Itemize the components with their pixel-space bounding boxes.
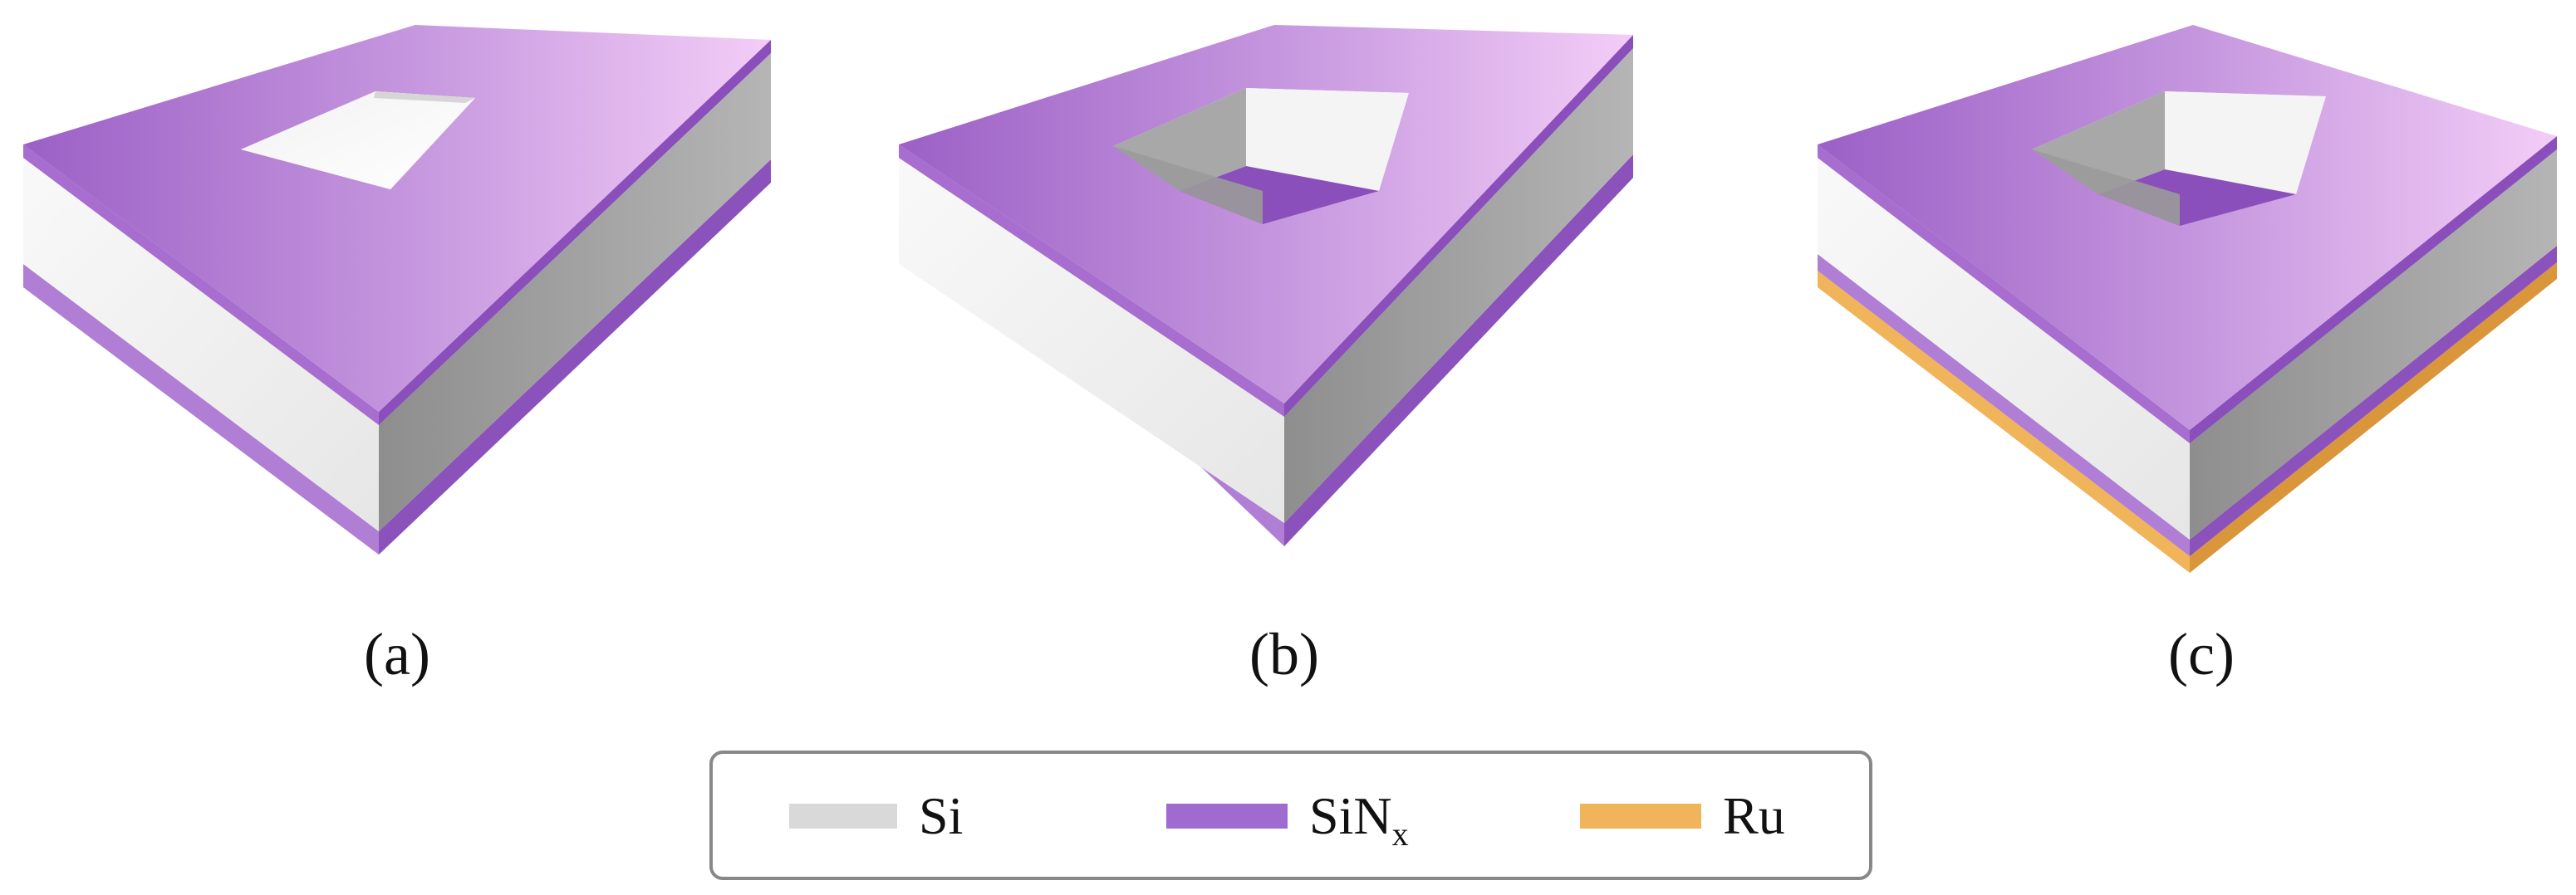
bottom-sinx-right-c <box>2190 246 2557 556</box>
window-interior-a <box>241 91 475 189</box>
top-sinx-face-c <box>1818 25 2557 430</box>
bottom-sinx-right-b <box>1284 154 1633 546</box>
bottom-sinx-left-c <box>1818 254 2190 556</box>
si-left-face-a <box>23 158 379 531</box>
legend-swatch-si <box>789 804 897 829</box>
si-left-face-b <box>899 158 1284 523</box>
window-front-wall-c <box>2032 149 2180 226</box>
caption-b: (b) <box>1249 621 1319 687</box>
legend-swatch-ru <box>1580 804 1701 829</box>
window-back-wall-b <box>1246 88 1409 191</box>
legend-swatch-sinx <box>1166 804 1288 829</box>
window-front-wall-b <box>1113 146 1263 224</box>
bottom-sinx-left-a <box>23 264 379 555</box>
si-left-face-c <box>1818 158 2190 540</box>
legend: Si SiNx Ru <box>709 751 1872 880</box>
top-sinx-left-edge-a <box>23 144 379 425</box>
legend-label-si: Si <box>919 786 963 845</box>
legend-label-ru: Ru <box>1723 786 1785 845</box>
ru-layer-left-c <box>1818 271 2190 573</box>
ru-layer-right-c <box>2190 262 2557 573</box>
top-sinx-left-edge-b <box>899 144 1284 417</box>
legend-label-sinx: SiNx <box>1309 786 1409 853</box>
top-sinx-right-edge-b <box>1284 35 1633 417</box>
top-sinx-face-a <box>23 25 771 412</box>
caption-a: (a) <box>364 621 430 687</box>
window-back-wall-c <box>2165 91 2326 194</box>
panel-c-diagram <box>1818 25 2557 573</box>
legend-box <box>709 751 1872 880</box>
top-sinx-right-edge-c <box>2190 136 2557 443</box>
top-sinx-right-edge-a <box>379 40 771 425</box>
si-right-face-c <box>2190 149 2557 540</box>
window-inner-wall-a <box>374 91 475 103</box>
si-right-face-a <box>379 53 771 531</box>
panel-a-diagram <box>23 25 771 555</box>
panel-b-diagram <box>899 25 1633 546</box>
top-sinx-left-edge-c <box>1818 144 2190 443</box>
caption-c: (c) <box>2168 621 2235 687</box>
bottom-sinx-right-a <box>379 159 771 555</box>
si-right-face-b <box>1284 48 1633 523</box>
